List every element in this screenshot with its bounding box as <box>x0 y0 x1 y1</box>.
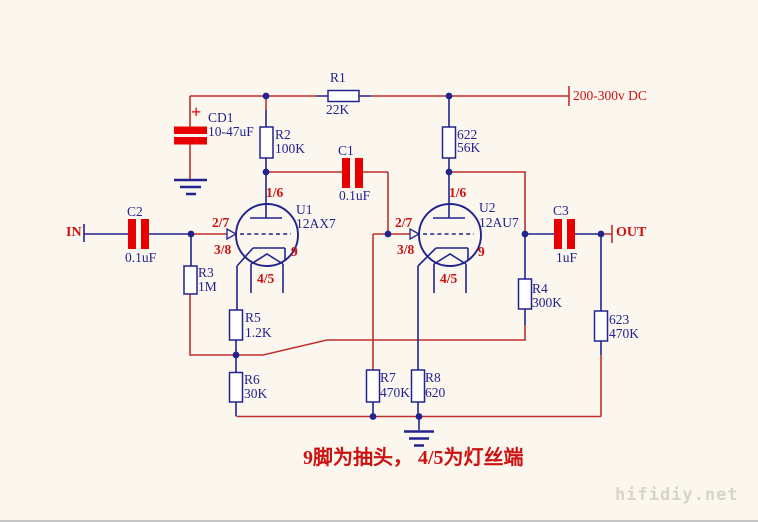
r8-ref-label: R8 <box>425 370 441 385</box>
u1-pin-tap-label: 9 <box>291 244 298 259</box>
junction-dots <box>187 92 605 420</box>
r6-ref-label: R6 <box>244 372 260 387</box>
c1-value-label: 0.1uF <box>339 188 371 203</box>
u1-plate-to-c1-wire <box>266 171 389 234</box>
r622-value-label: 56K <box>457 140 481 155</box>
u1-model-label: 12AX7 <box>296 216 336 231</box>
r4-value-label: 300K <box>532 295 562 310</box>
capacitor-c2 <box>128 219 149 249</box>
c1-ref-label: C1 <box>338 143 354 158</box>
ground-symbol-main <box>404 416 434 447</box>
u1-ref-label: U1 <box>296 202 313 217</box>
resistor-r4 <box>517 278 533 310</box>
feedback-wire <box>236 325 526 356</box>
r1-ref-label: R1 <box>330 70 346 85</box>
r2-ref-label: R2 <box>275 127 291 142</box>
r6-value-label: 30K <box>244 386 268 401</box>
u2-tube-symbol <box>409 172 482 370</box>
u2-pin-cathode-label: 3/8 <box>397 242 415 257</box>
c3-ref-label: C3 <box>553 203 569 218</box>
resistor-r5 <box>228 309 244 341</box>
capacitor-cd1 <box>174 126 207 145</box>
r8-value-label: 620 <box>425 385 446 400</box>
resistor-622 <box>441 126 457 159</box>
r2-value-label: 100K <box>275 141 305 156</box>
r5-ref-label: R5 <box>245 310 261 325</box>
r7-value-label: 470K <box>380 385 410 400</box>
capacitor-c1 <box>342 158 363 188</box>
resistor-r8 <box>410 369 426 403</box>
r3-value-label: 1M <box>198 279 217 294</box>
cd1-value-label: 10-47uF <box>208 124 254 139</box>
u2-plate-route-wire <box>449 171 526 234</box>
u2-model-label: 12AU7 <box>479 215 519 230</box>
cd1-polarity-mark: + <box>191 102 202 122</box>
watermark: hifidiy.net <box>615 485 739 505</box>
r623-value-label: 470K <box>609 326 639 341</box>
output-wires <box>525 233 602 355</box>
c2-ref-label: C2 <box>127 204 143 219</box>
u2-grid-wire <box>372 233 410 370</box>
output-terminal-label: OUT <box>616 225 647 240</box>
c2-value-label: 0.1uF <box>125 250 157 265</box>
resistor-r2 <box>259 126 274 159</box>
u1-pin-plate-label: 1/6 <box>266 185 284 200</box>
u1-pin-grid-label: 2/7 <box>212 215 230 230</box>
power-rail-label: 200-300v DC <box>573 88 647 103</box>
schematic-note: 9脚为抽头， 4/5为灯丝端 <box>303 447 524 469</box>
u2-pin-tap-label: 9 <box>478 244 485 259</box>
r1-value-label: 22K <box>326 102 350 117</box>
resistor-623 <box>593 310 609 342</box>
input-wire <box>83 224 192 266</box>
u1-tube-symbol <box>226 172 299 310</box>
resistor-r3 <box>183 265 198 295</box>
u2-pin-plate-label: 1/6 <box>449 185 467 200</box>
capacitor-c3 <box>554 219 575 249</box>
resistor-r7 <box>365 369 381 403</box>
u1-pin-heater-label: 4/5 <box>257 271 275 286</box>
ground-symbol-cd1 <box>174 178 207 196</box>
b-plus-rail-wire <box>190 86 570 110</box>
r4-ref-label: R4 <box>532 281 548 296</box>
r3-bottom-wire <box>189 294 236 356</box>
r5-value-label: 1.2K <box>245 325 272 340</box>
input-terminal-label: IN <box>66 225 82 240</box>
c3-value-label: 1uF <box>556 250 578 265</box>
resistor-r6 <box>228 371 244 403</box>
u2-pin-grid-label: 2/7 <box>395 215 413 230</box>
r623-ref-label: 623 <box>609 312 630 327</box>
cd1-ref-label: CD1 <box>208 110 234 125</box>
u2-ref-label: U2 <box>479 200 496 215</box>
u1-pin-cathode-label: 3/8 <box>214 242 232 257</box>
u2-pin-heater-label: 4/5 <box>440 271 458 286</box>
r7-ref-label: R7 <box>380 370 396 385</box>
resistor-r1 <box>327 89 360 103</box>
r622-ref-label: 622 <box>457 127 478 142</box>
r3-ref-label: R3 <box>198 265 214 280</box>
